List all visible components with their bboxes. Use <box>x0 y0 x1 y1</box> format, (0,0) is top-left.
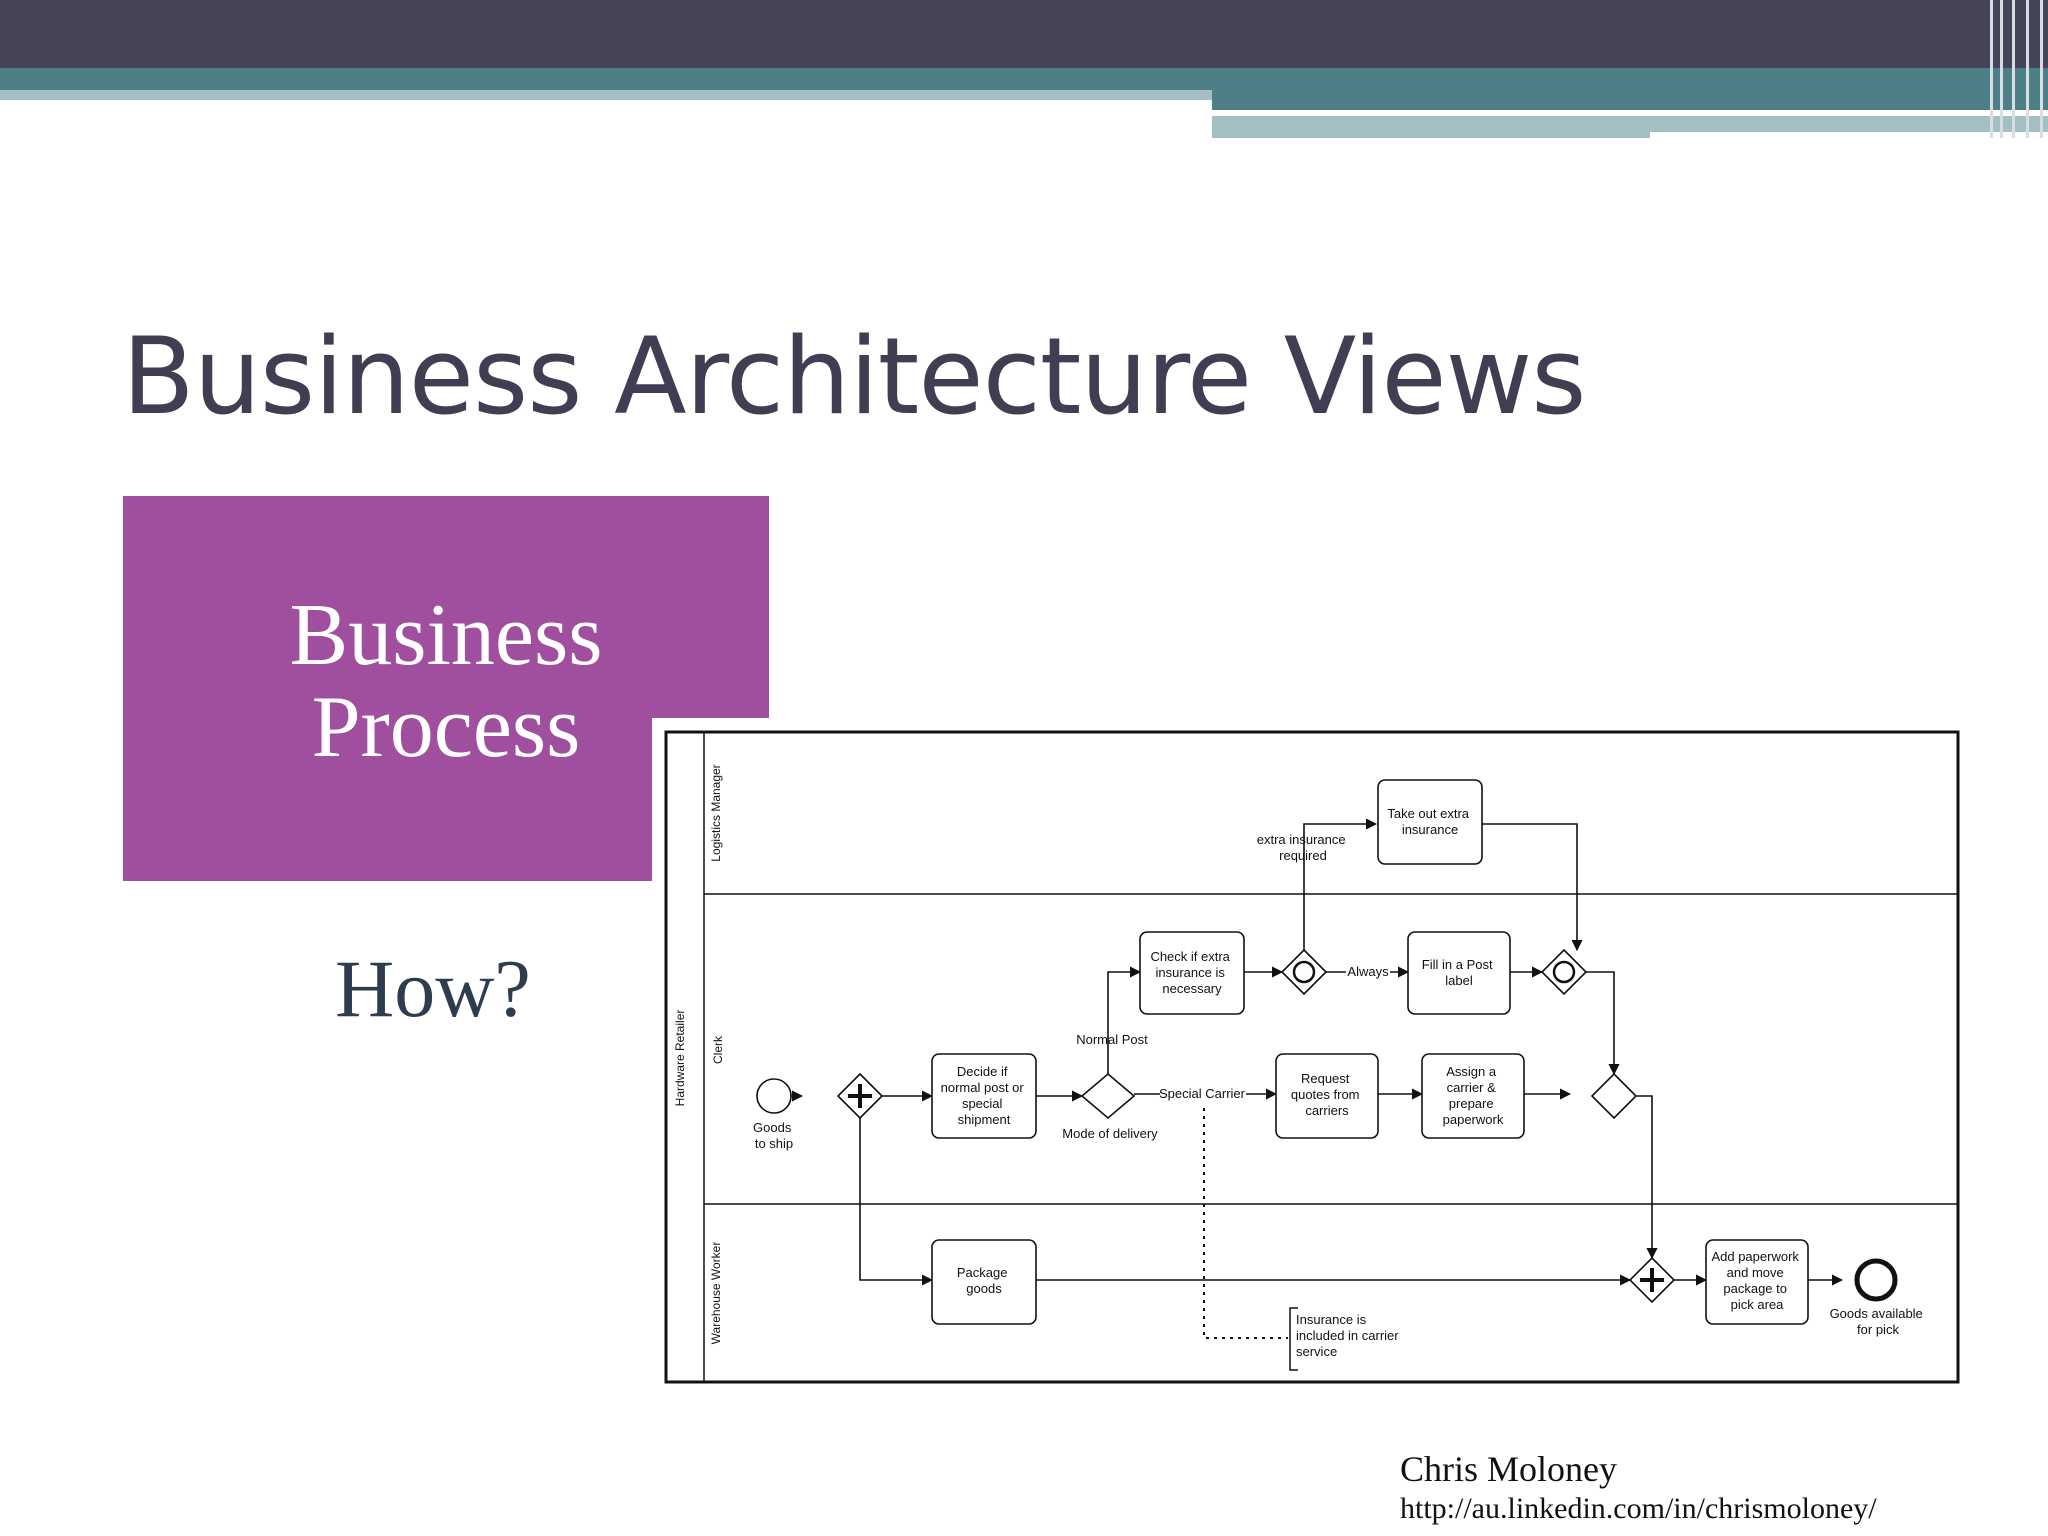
pool-label: Hardware Retailer <box>673 1010 687 1107</box>
task-check-insurance <box>1139 931 1245 1015</box>
sequence-flows <box>761 818 1844 1286</box>
task-decide-shipment <box>931 1053 1037 1139</box>
question-text: How? <box>335 943 531 1034</box>
end-event <box>1854 1258 1898 1302</box>
box-label-line1: Business <box>289 587 603 684</box>
author-link[interactable]: http://au.linkedin.com/in/chrismoloney/ <box>1400 1492 1877 1525</box>
task-label-take-out-insurance: Take out extra insurance <box>1387 806 1472 837</box>
task-label-assign-carrier: Assign a carrier & prepare paperwork <box>1443 1064 1504 1127</box>
gateway-inclusive-join <box>1540 948 1588 996</box>
task-package-goods <box>931 1239 1037 1325</box>
header-band-light <box>0 90 1212 100</box>
annotation-bracket <box>1289 1307 1298 1371</box>
flow-label-special-carrier-bg <box>1160 1086 1246 1102</box>
author-name: Chris Moloney <box>1400 1449 1618 1489</box>
header-band-teal <box>0 68 2048 90</box>
gateway-mode-of-delivery <box>1080 1072 1136 1120</box>
task-label-check-insurance: Check if extra insurance is necessary <box>1150 949 1233 996</box>
flow-label-always-bg <box>1346 964 1390 980</box>
gateway-exclusive-join <box>1590 1072 1638 1120</box>
business-process-label: Business Process <box>123 590 769 774</box>
task-request-quotes <box>1275 1053 1379 1139</box>
bpmn-diagram: Hardware Retailer Logistics Manager Cler… <box>652 718 1972 1394</box>
gateway-parallel-join <box>1628 1256 1676 1304</box>
flow-label-special-carrier: Special Carrier <box>1159 1086 1246 1101</box>
lane-label-warehouse: Warehouse Worker <box>709 1242 723 1345</box>
task-label-request-quotes: Request quotes from carriers <box>1291 1071 1363 1118</box>
bpmn-diagram-svg: Hardware Retailer Logistics Manager Cler… <box>664 730 1960 1384</box>
flow-label-mode-of-delivery: Mode of delivery <box>1062 1126 1158 1141</box>
end-event-label: Goods available for pick <box>1830 1306 1927 1337</box>
flow-label-normal-post: Normal Post <box>1076 1032 1148 1047</box>
task-fill-post-label <box>1407 931 1511 1015</box>
header-stripe <box>2026 0 2029 138</box>
task-label-decide-shipment: Decide if normal post or special shipmen… <box>941 1064 1028 1127</box>
header-band-gap-right <box>1650 132 2048 138</box>
task-take-out-insurance <box>1377 779 1483 865</box>
header-stripe <box>2000 0 2003 138</box>
gateway-parallel-split <box>836 1072 884 1120</box>
flow-label-extra-insurance: extra insurance required <box>1257 832 1350 863</box>
lane-label-clerk: Clerk <box>711 1035 725 1064</box>
header-bar <box>0 0 2048 68</box>
header-stripe <box>1990 0 1993 138</box>
header-stripe <box>2040 0 2043 138</box>
text-annotation: Insurance is included in carrier service <box>1296 1312 1402 1359</box>
gateway-inclusive-split <box>1280 948 1328 996</box>
task-label-package-goods: Package goods <box>957 1265 1011 1296</box>
box-label-line2: Process <box>311 679 581 776</box>
header-band-teal-right <box>1212 90 2048 110</box>
flow-label-always: Always <box>1347 964 1389 979</box>
task-assign-carrier <box>1421 1053 1525 1139</box>
header-stripe <box>2012 0 2015 138</box>
task-label-fill-post-label: Fill in a Post label <box>1422 957 1496 988</box>
start-event <box>756 1078 792 1114</box>
lane-label-logistics: Logistics Manager <box>709 764 723 861</box>
start-event-label: Goods to ship <box>753 1120 795 1151</box>
task-add-paperwork <box>1705 1239 1809 1325</box>
task-label-add-paperwork: Add paperwork and move package to pick a… <box>1711 1249 1802 1312</box>
header-band-gap <box>1212 110 1898 116</box>
slide-title: Business Architecture Views <box>122 315 1587 438</box>
